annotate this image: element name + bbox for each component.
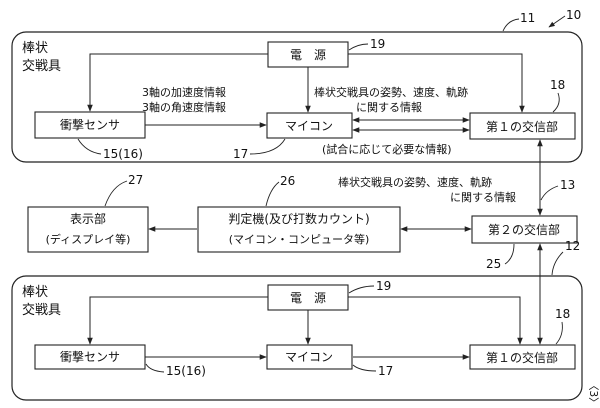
link-info-line2: に関する情報	[450, 191, 516, 204]
bottom-sensor-label: 衝撃センサ	[60, 349, 120, 364]
bottom-comm-ref-lead	[555, 321, 563, 345]
bottom-unit-name-line1: 棒状	[22, 285, 48, 300]
bottom-comm-box	[469, 344, 576, 370]
bottom-mcu-label: マイコン	[285, 350, 333, 364]
judge-box	[197, 206, 401, 253]
judge-sub: (マイコン・コンピュータ等)	[229, 232, 370, 246]
display-sub: (ディスプレイ等)	[46, 232, 131, 246]
ref-12-lead	[551, 251, 564, 276]
top-sensor-ref-lead	[77, 138, 102, 155]
top-mcu-ref-lead	[249, 138, 286, 155]
link-ref-13-lead	[540, 185, 559, 201]
display-ref: 27	[128, 173, 143, 187]
ref-11: 11	[520, 11, 535, 25]
bottom-power-to-comm	[348, 296, 523, 345]
display-ref-lead	[104, 180, 128, 207]
top-info-motion-line2: に関する情報	[356, 101, 422, 114]
bottom-power-to-sensor	[87, 296, 268, 345]
top-power-ref-lead	[348, 43, 369, 51]
top-power-label: 電 源	[290, 48, 326, 62]
ref-12: 12	[565, 239, 580, 253]
top-info-sensor-line1: 3軸の加速度情報	[142, 85, 226, 99]
top-power-to-sensor	[87, 53, 268, 112]
judge-ref-lead	[265, 181, 280, 207]
comm2-ref-lead	[504, 243, 515, 265]
comm2-label: 第２の交信部	[488, 222, 560, 237]
top-info-motion-line1: 棒状交戦具の姿勢、速度、軌跡	[314, 85, 468, 99]
comm2-box	[471, 215, 578, 244]
top-info-match: (試合に応じて必要な情報)	[322, 142, 452, 156]
top-mcu-label: マイコン	[285, 119, 333, 133]
top-unit-frame	[11, 31, 583, 163]
top-power-ref: 19	[370, 37, 385, 51]
top-comm-box	[469, 112, 576, 140]
bottom-sensor-ref-lead	[145, 363, 165, 373]
page-mark: 〈3〉	[587, 380, 599, 408]
display-label: 表示部	[70, 211, 106, 226]
top-unit-name-line1: 棒状	[22, 41, 48, 56]
bottom-comm-label: 第１の交信部	[486, 350, 558, 365]
ref-11-lead	[502, 18, 520, 32]
top-mcu-box	[266, 112, 353, 139]
top-comm-ref-lead	[552, 92, 560, 113]
top-power-to-comm	[348, 53, 525, 113]
top-mcu-ref: 17	[233, 147, 248, 161]
comm2-ref: 25	[486, 257, 501, 271]
judge-ref: 26	[280, 174, 295, 188]
display-box	[27, 206, 149, 253]
bottom-mcu-ref-lead	[352, 364, 377, 372]
top-comm-label: 第１の交信部	[486, 119, 558, 134]
top-sensor-ref: 15(16)	[103, 147, 143, 161]
bottom-sensor-ref: 15(16)	[166, 364, 206, 378]
judge-label: 判定機(及び打数カウント)	[228, 211, 369, 226]
bottom-comm-ref: 18	[555, 307, 570, 321]
top-sensor-box	[34, 111, 146, 139]
link-ref-13: 13	[560, 178, 575, 192]
bottom-mcu-box	[266, 344, 353, 370]
bottom-power-ref-lead	[348, 285, 375, 294]
top-sensor-label: 衝撃センサ	[60, 117, 120, 132]
top-unit-name-line2: 交戦具	[22, 58, 61, 74]
link-info-line1: 棒状交戦具の姿勢、速度、軌跡	[338, 175, 492, 189]
bottom-power-ref: 19	[376, 279, 391, 293]
bottom-sensor-box	[34, 344, 146, 370]
top-comm-ref: 18	[550, 78, 565, 92]
ref-10-arrow	[548, 15, 566, 28]
bottom-power-label: 電 源	[290, 291, 326, 305]
bottom-unit-frame	[11, 275, 583, 401]
bottom-power-box	[267, 284, 349, 311]
bottom-mcu-ref: 17	[378, 364, 393, 378]
bottom-unit-name-line2: 交戦具	[22, 302, 61, 318]
top-info-sensor-line2: 3軸の角速度情報	[142, 100, 226, 114]
ref-10: 10	[566, 8, 581, 22]
